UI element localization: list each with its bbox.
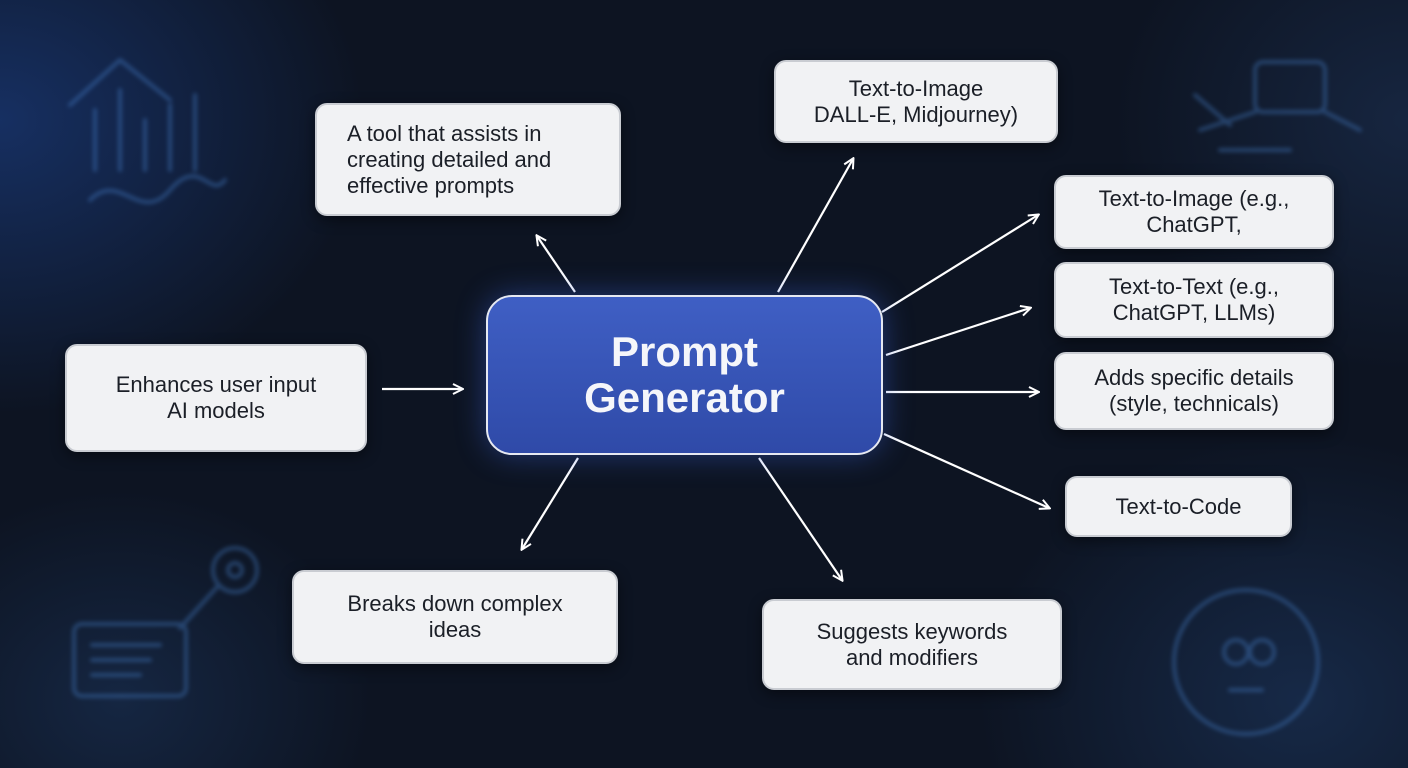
arrow-to-text-to-text bbox=[885, 308, 1030, 357]
node-text-to-text: Text-to-Text (e.g., ChatGPT, LLMs) bbox=[1054, 262, 1334, 338]
node-enhance: Enhances user input AI models bbox=[65, 344, 367, 452]
node-breakdown-label: Breaks down complex ideas bbox=[347, 591, 563, 642]
arrow-to-text-to-code bbox=[883, 432, 1049, 508]
center-node-label: Prompt Generator bbox=[584, 328, 785, 421]
node-details-label: Adds specific details (style, technicals… bbox=[1094, 365, 1294, 416]
arrow-to-text-to-image-dalle bbox=[777, 159, 853, 293]
node-breakdown: Breaks down complex ideas bbox=[292, 570, 618, 664]
node-definition: A tool that assists in creating detailed… bbox=[315, 103, 621, 216]
node-text-to-image-chatgpt: Text-to-Image (e.g., ChatGPT, bbox=[1054, 175, 1334, 249]
node-keywords: Suggests keywords and modifiers bbox=[762, 599, 1062, 690]
node-keywords-label: Suggests keywords and modifiers bbox=[816, 618, 1008, 670]
node-text-to-code-label: Text-to-Code bbox=[1115, 493, 1242, 519]
center-node-prompt-generator: Prompt Generator bbox=[486, 295, 883, 455]
node-text-to-code: Text-to-Code bbox=[1065, 476, 1292, 537]
arrow-to-text-to-image-chatgpt bbox=[881, 215, 1038, 313]
node-text-to-text-label: Text-to-Text (e.g., ChatGPT, LLMs) bbox=[1109, 274, 1279, 325]
arrow-to-definition bbox=[537, 236, 576, 293]
node-text-to-image-dalle-label: Text-to-Image DALL-E, Midjourney) bbox=[813, 75, 1019, 127]
node-text-to-image-chatgpt-label: Text-to-Image (e.g., ChatGPT, bbox=[1098, 186, 1290, 237]
node-definition-label: A tool that assists in creating detailed… bbox=[347, 120, 552, 198]
node-enhance-label: Enhances user input AI models bbox=[115, 372, 317, 423]
node-details: Adds specific details (style, technicals… bbox=[1054, 352, 1334, 430]
arrow-to-keywords bbox=[758, 457, 842, 580]
arrow-to-breakdown bbox=[522, 457, 579, 549]
node-text-to-image-dalle: Text-to-Image DALL-E, Midjourney) bbox=[774, 60, 1058, 143]
